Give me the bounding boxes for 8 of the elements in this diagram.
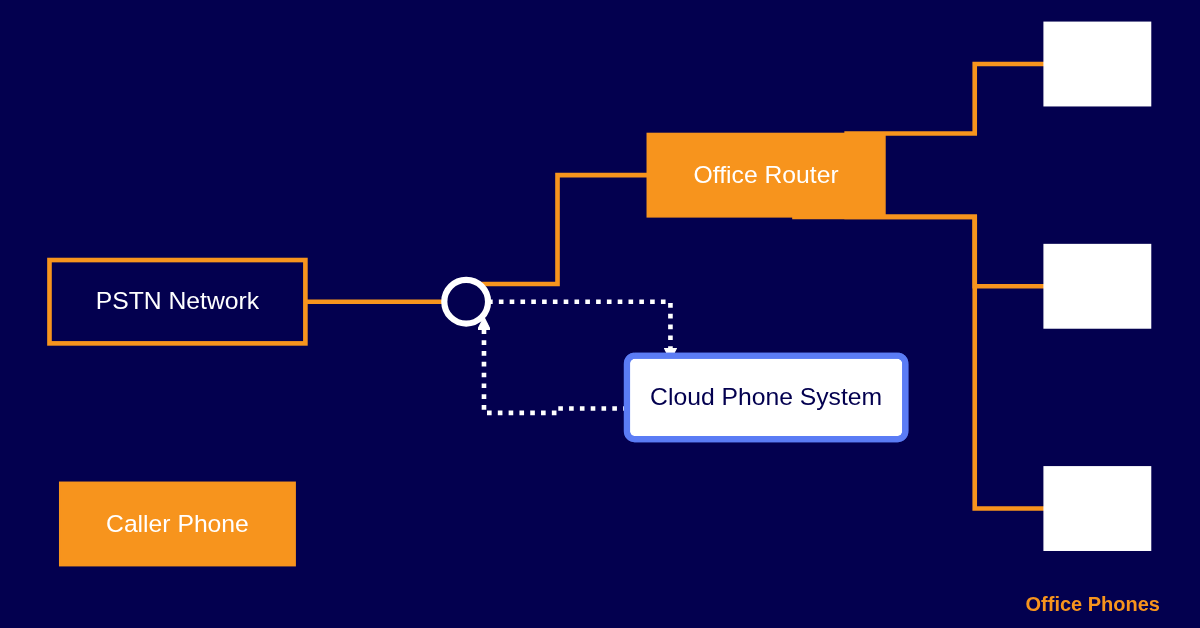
group-label: Office Phones xyxy=(1025,593,1160,616)
node-circle xyxy=(441,276,492,327)
node-box xyxy=(1043,466,1152,551)
node-box: Office Router xyxy=(646,132,886,218)
node-box: PSTN Network xyxy=(47,257,308,346)
node-box xyxy=(1043,21,1152,107)
node-box xyxy=(1043,243,1152,329)
node-box: Caller Phone xyxy=(59,481,296,567)
